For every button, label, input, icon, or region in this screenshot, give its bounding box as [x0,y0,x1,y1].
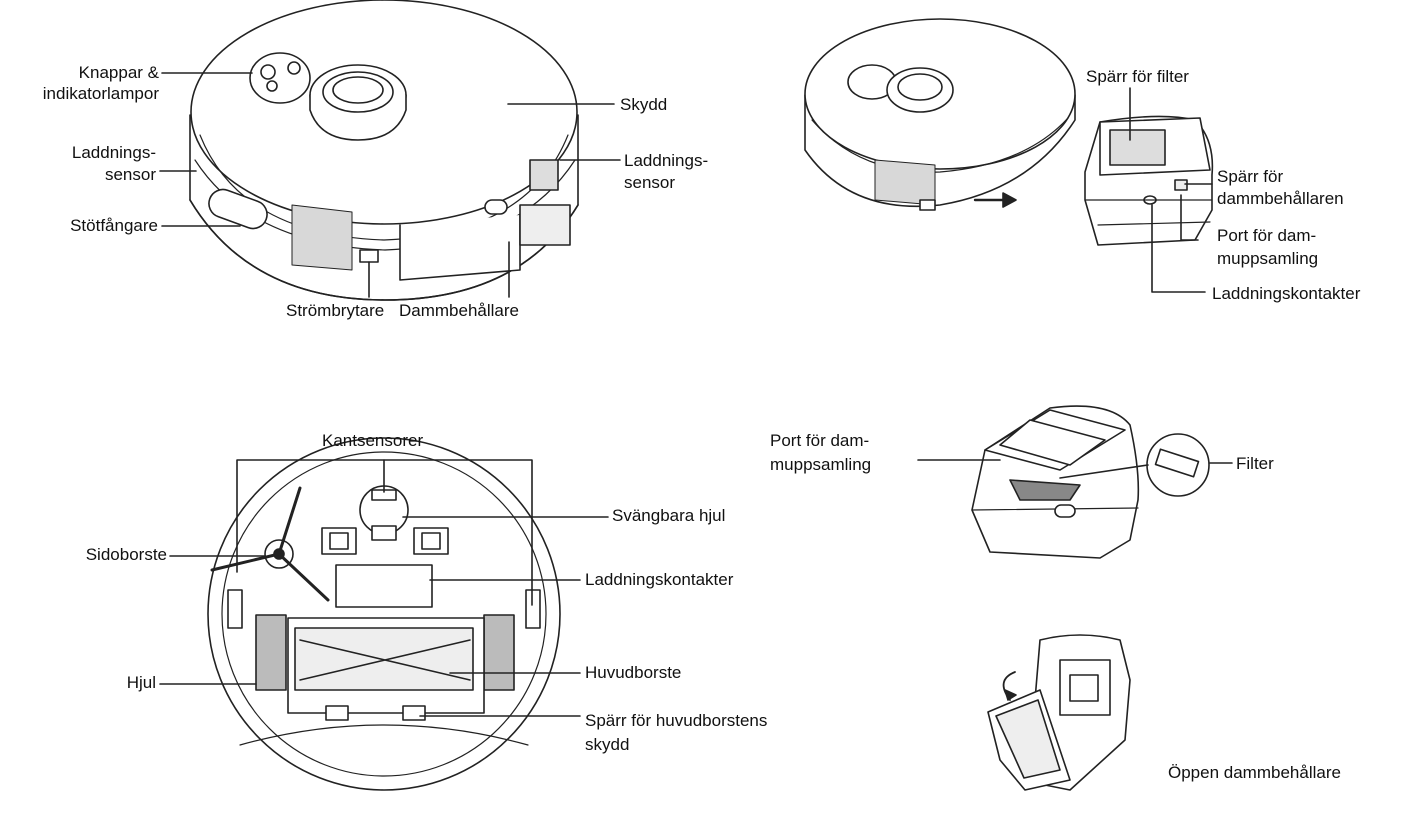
label-strombrytare: Strömbrytare [286,301,385,320]
label-oppen-dammbehallare: Öppen dammbehållare [1168,763,1341,782]
label-laddningssensor-left-2: sensor [104,165,156,184]
label-filter: Filter [1236,454,1274,473]
label-huvudborste: Huvudborste [585,663,682,682]
label-sparr-huvud-1: Spärr för huvudborstens [585,711,768,730]
label-port-top-2: muppsamling [1217,249,1319,268]
label-laddningssensor-right-1: Laddnings- [624,151,709,170]
label-sparr-filter: Spärr för filter [1086,67,1189,86]
label-indikatorlampor: indikatorlampor [42,84,159,103]
dust-bin-filter-view [917,405,1233,559]
robot-bin-removal [804,18,1214,293]
label-skydd: Skydd [620,95,668,114]
label-sparr-damm-2: dammbehållaren [1217,189,1344,208]
robot-top-view [159,0,621,301]
label-sparr-damm-1: Spärr för [1217,167,1284,186]
label-sidoborste: Sidoborste [85,545,167,564]
label-laddningssensor-right-2: sensor [624,173,676,192]
label-laddningskontakter-top: Laddningskontakter [1212,284,1361,303]
label-port-bottom-2: muppsamling [770,455,872,474]
label-dammbehallare: Dammbehållare [399,301,519,320]
label-stotfangare: Stötfångare [70,216,158,235]
label-knappar: Knappar & [78,63,159,82]
label-laddningskontakter-bottom: Laddningskontakter [585,570,734,589]
label-kantsensorer: Kantsensorer [322,431,424,450]
label-svangbara-hjul: Svängbara hjul [612,506,726,525]
robot-bottom-view [159,437,609,791]
open-dust-bin-view [987,634,1131,791]
label-hjul: Hjul [126,673,156,692]
label-port-bottom-1: Port för dam- [770,431,870,450]
label-port-top-1: Port för dam- [1217,226,1317,245]
label-sparr-huvud-2: skydd [585,735,630,754]
label-laddningssensor-left-1: Laddnings- [71,143,156,162]
